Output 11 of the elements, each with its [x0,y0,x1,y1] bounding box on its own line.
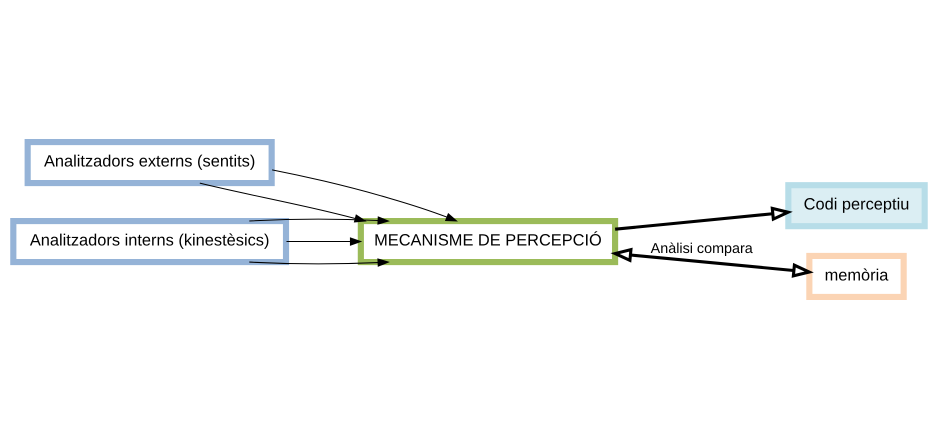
node-box: Analitzadors interns (kinestèsics) [10,218,290,266]
node-box: MECANISME DE PERCEPCIÓ [358,218,618,266]
arrow [249,216,390,225]
arrow [610,248,814,278]
edge-label: Anàlisi compara [650,241,753,258]
node-box: Analitzadors externs (sentits) [24,139,275,186]
node-box: memòria [806,252,907,300]
arrow [286,237,362,246]
node-box: Codi perceptiu [785,182,928,230]
arrow [249,258,390,267]
arrow [614,206,793,231]
